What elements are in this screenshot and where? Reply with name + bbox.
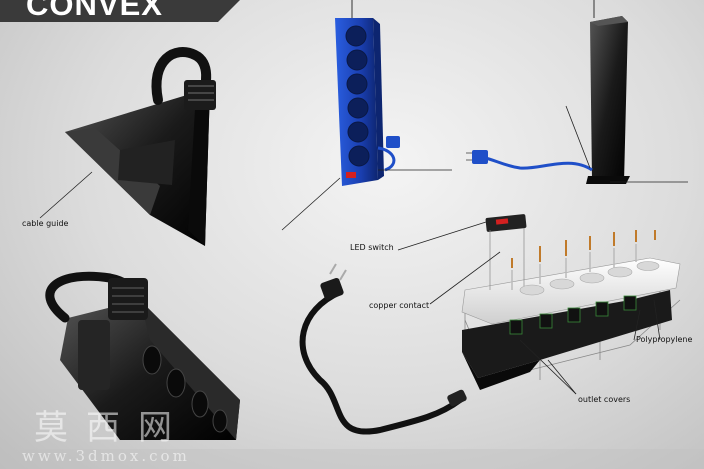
cable-guide-callout-line xyxy=(39,171,93,219)
exploded-white-strip-view xyxy=(299,214,681,435)
cable-guide-label: cable guide xyxy=(22,219,69,228)
watermark-chinese: 莫西网 xyxy=(34,408,190,448)
title-banner xyxy=(0,0,240,22)
black-strip-angled-view xyxy=(45,271,240,440)
black-strip-side-view xyxy=(466,0,630,184)
page-title: CONVEX xyxy=(26,0,163,22)
black-strip-wedge-view xyxy=(65,47,216,246)
copper-contact-label: copper contact xyxy=(369,301,430,310)
led-switch-label: LED switch xyxy=(350,243,394,252)
outlet-covers-label: outlet covers xyxy=(578,395,631,404)
watermark-url: www.3dmox.com xyxy=(22,447,190,465)
polypropylene-label: Polypropylene xyxy=(636,335,693,344)
blue-strip-front-view xyxy=(335,0,400,186)
